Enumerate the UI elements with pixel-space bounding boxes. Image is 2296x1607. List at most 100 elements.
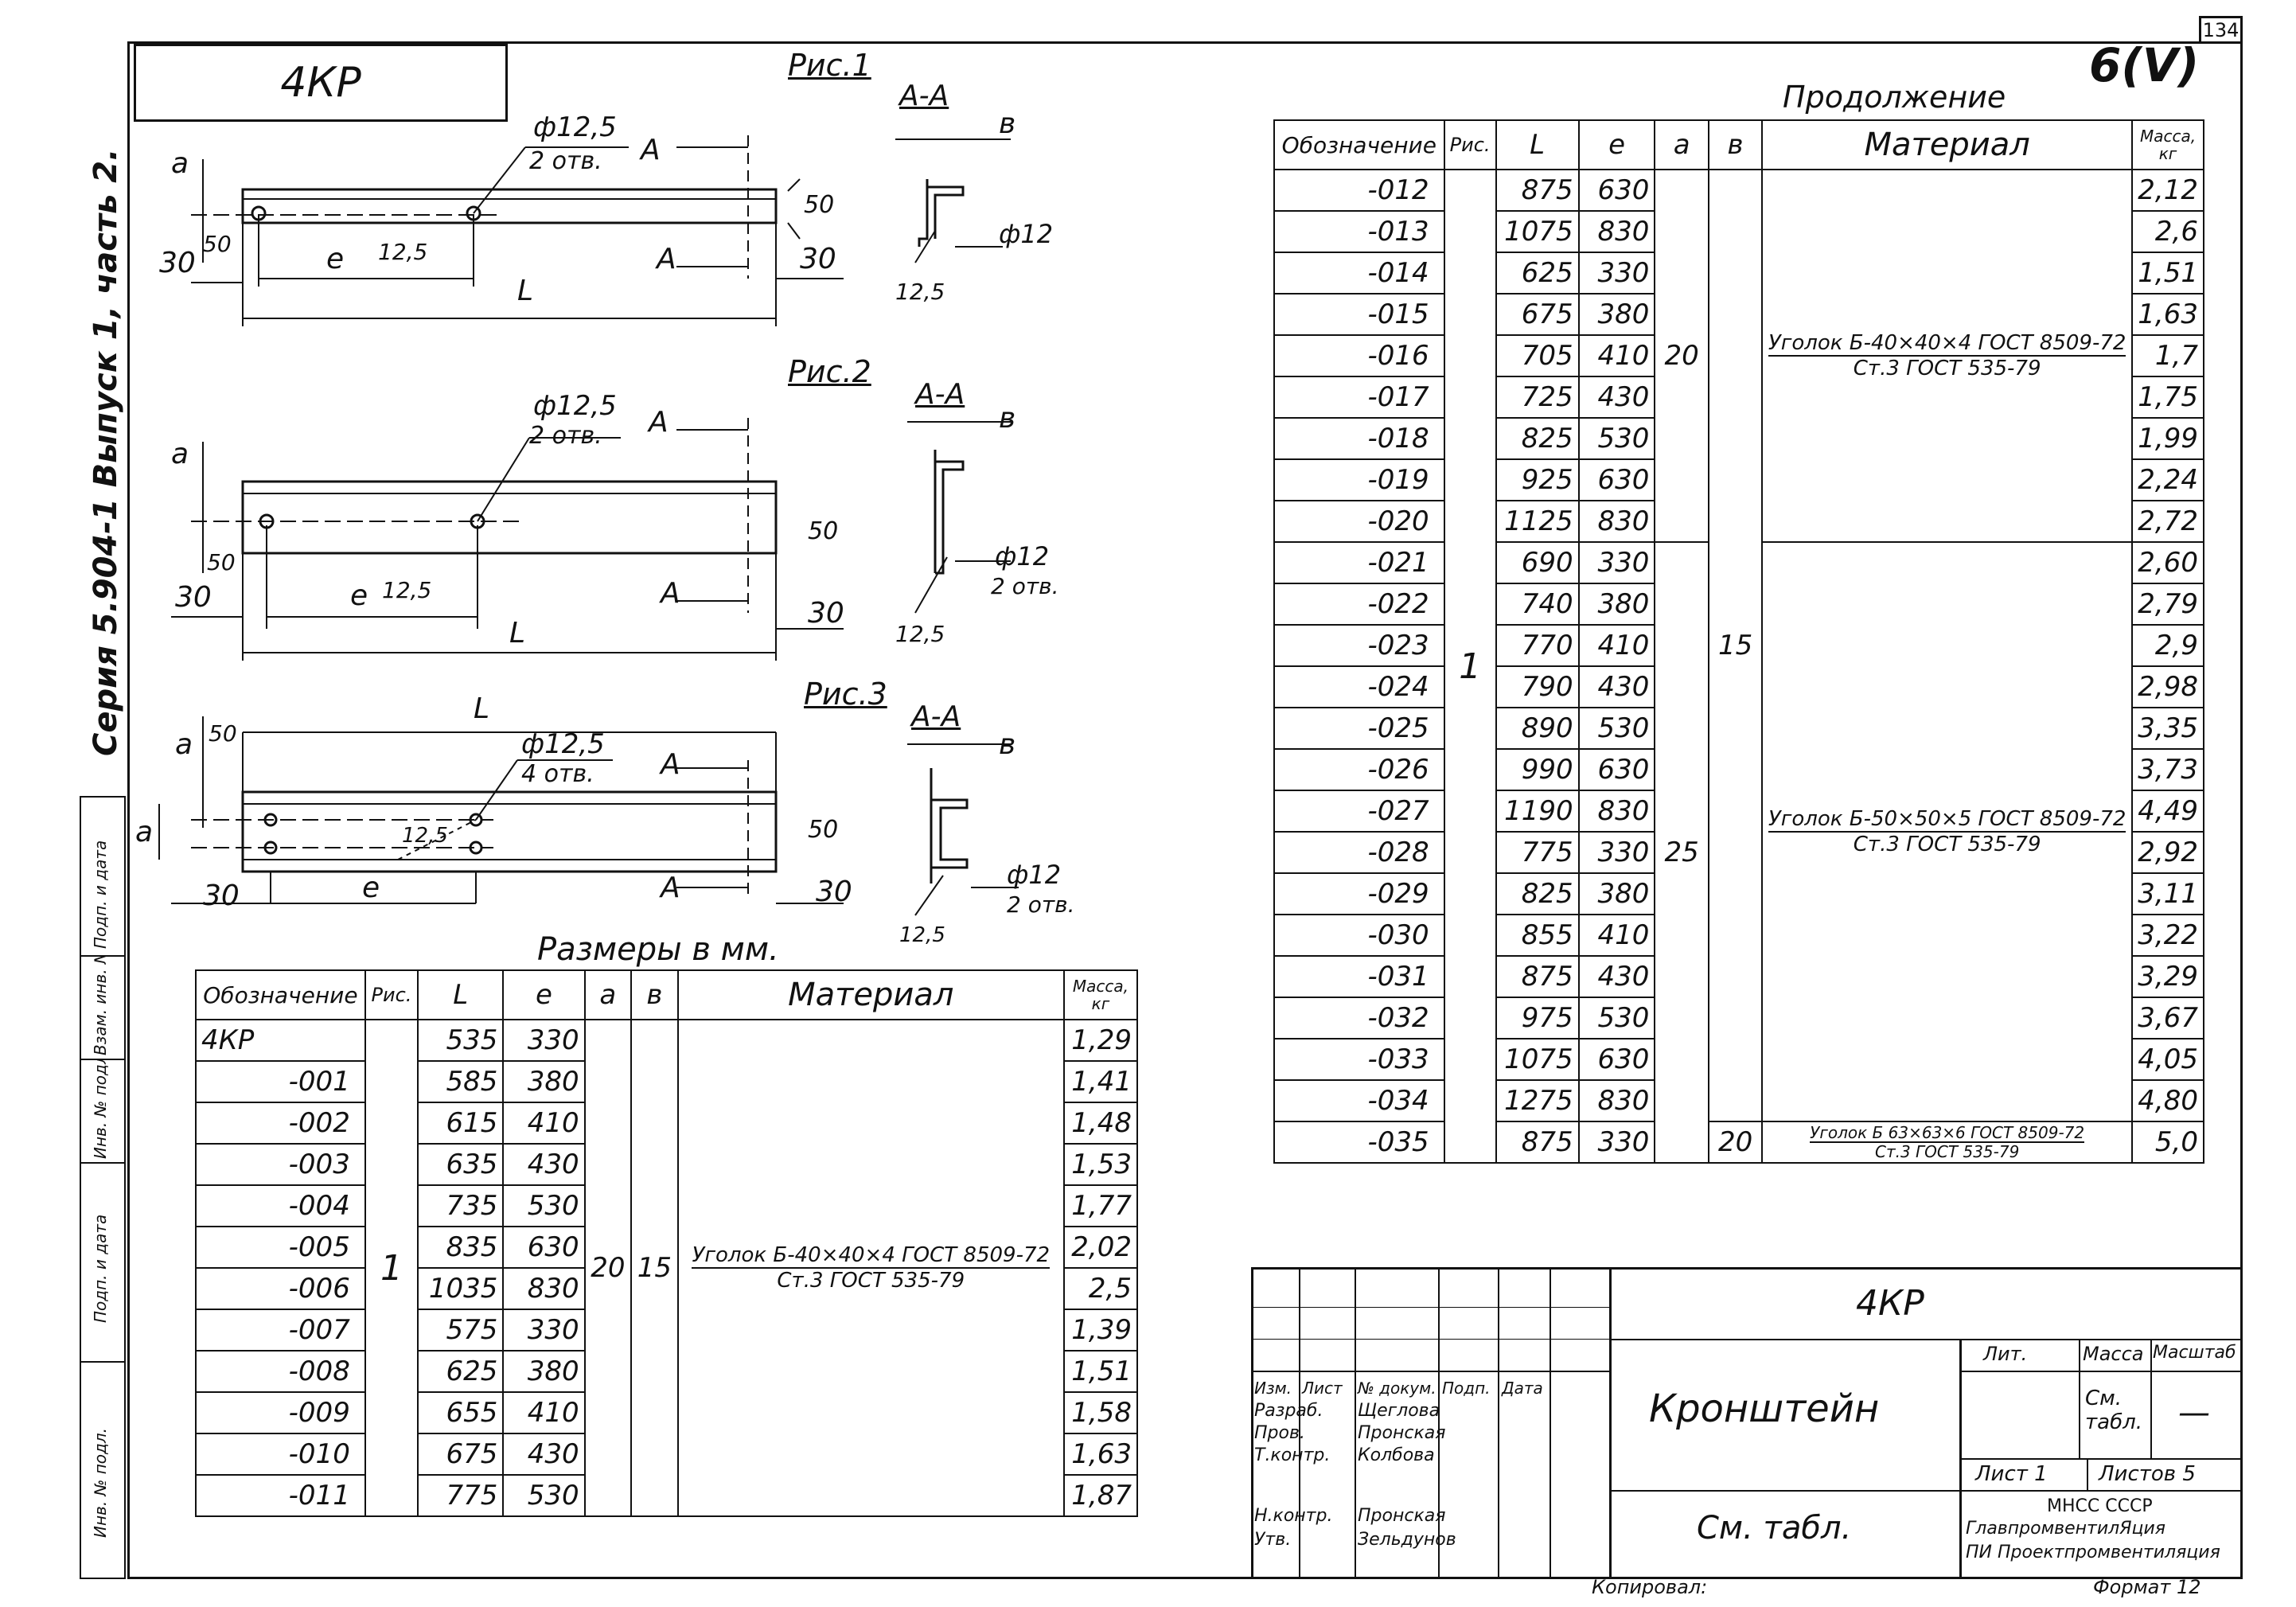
L-cell: 705 — [1495, 334, 1580, 377]
fig2-holes-count: 2 отв. — [529, 422, 602, 450]
code-cell: -013 — [1273, 210, 1445, 253]
code-cell: -020 — [1273, 500, 1445, 543]
fig2-A-top: А — [649, 406, 669, 439]
tb-scale-val: — — [2178, 1394, 2210, 1431]
code-cell: -029 — [1273, 872, 1445, 915]
L-cell: 775 — [1495, 831, 1580, 874]
l-cell: 410 — [1577, 914, 1656, 957]
fig2-sec-d125: 12,5 — [895, 621, 945, 647]
code-cell: -031 — [1273, 955, 1445, 998]
L-cell: 990 — [1495, 748, 1580, 791]
l-cell: 530 — [1577, 417, 1656, 460]
fig2-d30-left: 30 — [175, 581, 212, 614]
l-cell: 380 — [1577, 293, 1656, 336]
header-code: Обозначение — [195, 969, 366, 1020]
l-cell: 530 — [1577, 707, 1656, 750]
code-cell: -002 — [195, 1102, 366, 1145]
fig1-A-top: А — [641, 134, 661, 166]
right-spec-table: Обозначение Рис. L е а в Материал Масса,… — [1273, 119, 2204, 1164]
L-cell: 1275 — [1495, 1079, 1580, 1122]
l-cell: 380 — [1577, 872, 1656, 915]
l-cell: 330 — [1577, 252, 1656, 294]
L-cell: 775 — [417, 1474, 505, 1517]
tb-org3: ПИ Проектпромвентиляция — [1966, 1543, 2220, 1562]
tb-role-list: Лист — [1302, 1379, 1343, 1398]
l-cell: 430 — [1577, 665, 1656, 708]
code-cell: -035 — [1273, 1121, 1445, 1164]
fig1-d50-right: 50 — [804, 191, 835, 219]
mass-cell: 2,60 — [2131, 541, 2204, 584]
code-cell: -001 — [195, 1060, 366, 1103]
L-cell: 655 — [417, 1391, 505, 1434]
l-cell: 530 — [502, 1474, 586, 1517]
header-a: а — [1654, 119, 1709, 170]
fig2-label: Рис.2 — [788, 354, 871, 389]
stamp-cell: Подп. и дата — [81, 798, 124, 957]
L-cell: 1125 — [1495, 500, 1580, 543]
l-cell: 630 — [1577, 169, 1656, 212]
sheet-number: 134 — [2199, 16, 2243, 41]
l-cell: 630 — [1577, 1038, 1656, 1081]
tb-scale: Масштаб — [2153, 1343, 2236, 1363]
header-L: L — [1495, 119, 1580, 170]
l-cell: 410 — [502, 1102, 586, 1145]
header-mass: Масса, кг — [1062, 969, 1139, 1020]
drawing-frame — [127, 41, 2243, 1579]
mass-cell: 2,9 — [2131, 624, 2204, 667]
left-table-header: Обозначение Рис. L е а в Материал Масса,… — [195, 969, 1139, 1020]
L-cell: 875 — [1495, 1121, 1580, 1164]
fig2-phi12: ф12 — [995, 541, 1050, 571]
mass-cell: 1,51 — [2131, 252, 2204, 294]
mass-cell: 1,41 — [1062, 1060, 1139, 1103]
tb-name: Кронштейн — [1649, 1387, 1880, 1431]
l-cell: 530 — [1577, 997, 1656, 1039]
l-cell: 630 — [1577, 458, 1656, 501]
header-b: в — [630, 969, 679, 1020]
fig1-sec-d125: 12,5 — [895, 279, 945, 305]
fig1-L: L — [517, 275, 534, 307]
fig1-d30-right: 30 — [800, 243, 836, 275]
tb-mass-val: См. табл. — [2085, 1387, 2142, 1434]
fig2-d125: 12,5 — [382, 577, 432, 603]
mass-cell: 1,39 — [1062, 1309, 1139, 1352]
fig3-hole: ф12,5 — [521, 728, 605, 760]
l-cell: 830 — [1577, 210, 1656, 253]
mass-cell: 1,29 — [1062, 1019, 1139, 1062]
mass-cell: 2,5 — [1062, 1267, 1139, 1310]
format-label: Формат 12 — [2093, 1576, 2201, 1598]
code-cell: -034 — [1273, 1079, 1445, 1122]
code-cell: -023 — [1273, 624, 1445, 667]
tb-person-name: Зельдунов — [1358, 1530, 1456, 1550]
l-cell: 430 — [502, 1433, 586, 1476]
L-cell: 835 — [417, 1226, 505, 1269]
tb-role-date: Дата — [1502, 1379, 1543, 1398]
mass-cell: 1,7 — [2131, 334, 2204, 377]
header-L: L — [417, 969, 505, 1020]
fig3-A-bottom: А — [661, 872, 680, 904]
mass-cell: 2,24 — [2131, 458, 2204, 501]
stamp-cell: Инв. № подл. — [81, 1060, 124, 1164]
L-cell: 575 — [417, 1309, 505, 1352]
tb-person-name: Колбова — [1358, 1445, 1435, 1465]
fig3-label: Рис.3 — [804, 677, 887, 712]
material-steel: Ст.3 ГОСТ 535-79 — [1853, 357, 2041, 380]
fig2-l: е — [350, 579, 368, 612]
L-cell: 625 — [1495, 252, 1580, 294]
mass-cell: 1,51 — [1062, 1350, 1139, 1393]
fig2-hole: ф12,5 — [533, 390, 617, 422]
fig2-L: L — [509, 617, 526, 649]
l-cell: 830 — [1577, 790, 1656, 833]
L-cell: 735 — [417, 1184, 505, 1227]
mass-cell: 1,58 — [1062, 1391, 1139, 1434]
